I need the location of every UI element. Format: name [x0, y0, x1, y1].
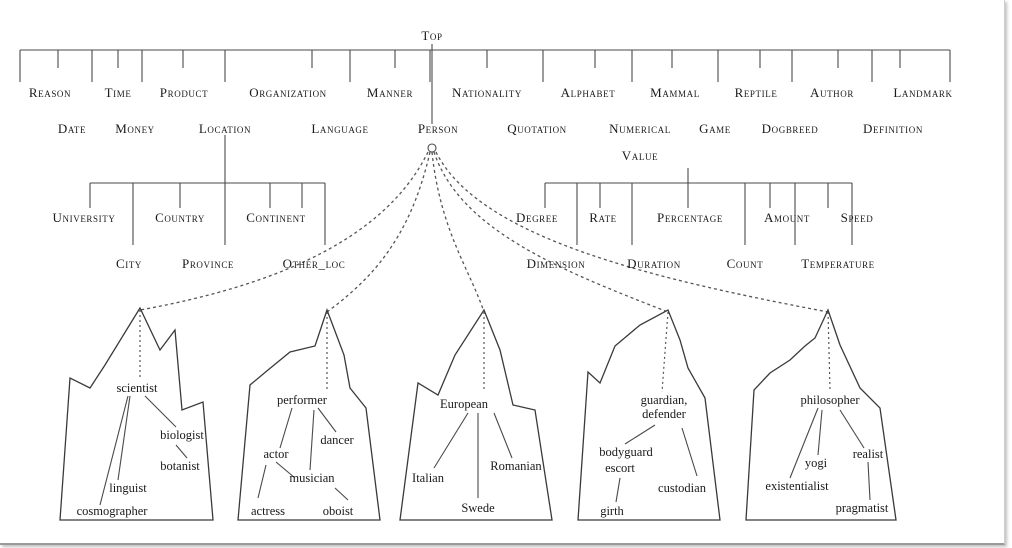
leaf-musician: musician — [289, 471, 335, 485]
node-dogbreed: Dogbreed — [762, 121, 819, 136]
mountain-guardian — [577, 309, 721, 521]
leaf-escort: escort — [605, 461, 635, 475]
leaf-european: European — [440, 397, 489, 411]
leaf-botanist: botanist — [160, 459, 200, 473]
node-alphabet: Alphabet — [561, 85, 616, 100]
leaf-yogi: yogi — [805, 456, 828, 470]
node-duration: Duration — [627, 256, 681, 271]
leaf-girth: girth — [600, 504, 624, 518]
numerical-subtree-lines — [544, 168, 853, 245]
node-province: Province — [182, 256, 234, 271]
node-nationality: Nationality — [452, 85, 522, 100]
node-landmark: Landmark — [893, 85, 952, 100]
leaf-defender: defender — [642, 407, 687, 421]
leaf-pragmatist: pragmatist — [836, 501, 889, 515]
node-speed: Speed — [841, 210, 874, 225]
node-money: Money — [115, 121, 155, 136]
node-author: Author — [810, 85, 854, 100]
node-other-loc: Other_loc — [283, 256, 346, 271]
leaf-cosmographer: cosmographer — [77, 504, 149, 518]
node-country: Country — [155, 210, 205, 225]
leaf-scientist: scientist — [117, 381, 158, 395]
node-mammal: Mammal — [650, 85, 700, 100]
location-subtree-lines — [89, 135, 326, 245]
leaf-guardian: guardian, — [641, 393, 688, 407]
top-hierarchy-lines — [19, 44, 951, 153]
node-game: Game — [699, 121, 731, 136]
leaf-bodyguard: bodyguard — [599, 445, 653, 459]
node-product: Product — [160, 85, 208, 100]
node-temperature: Temperature — [801, 256, 875, 271]
leaf-dancer: dancer — [320, 433, 354, 447]
node-count: Count — [727, 256, 764, 271]
node-definition: Definition — [863, 121, 923, 136]
node-labels: Top Reason Time Product Organization Man… — [29, 28, 952, 518]
node-time: Time — [105, 85, 132, 100]
leaf-swede: Swede — [461, 501, 495, 515]
mountain-scientist — [59, 306, 214, 521]
mountain-performer — [237, 308, 381, 521]
leaf-romanian: Romanian — [490, 459, 542, 473]
leaf-actress: actress — [251, 504, 285, 518]
node-value: Value — [622, 148, 658, 163]
node-reason: Reason — [29, 85, 71, 100]
mountain-european — [399, 308, 553, 521]
node-quotation: Quotation — [507, 121, 567, 136]
node-top: Top — [421, 28, 442, 43]
node-rate: Rate — [589, 210, 617, 225]
leaf-biologist: biologist — [160, 428, 204, 442]
leaf-realist: realist — [853, 447, 884, 461]
leaf-italian: Italian — [412, 471, 445, 485]
node-reptile: Reptile — [735, 85, 778, 100]
node-language: Language — [311, 121, 368, 136]
node-date: Date — [58, 121, 86, 136]
node-percentage: Percentage — [657, 210, 723, 225]
leaf-performer: performer — [277, 393, 328, 407]
node-city: City — [116, 256, 142, 271]
leaf-existentialist: existentialist — [765, 479, 829, 493]
node-dimension: Dimension — [527, 256, 586, 271]
node-manner: Manner — [367, 85, 413, 100]
node-location: Location — [199, 121, 251, 136]
node-degree: Degree — [516, 210, 558, 225]
node-continent: Continent — [246, 210, 306, 225]
leaf-linguist: linguist — [109, 481, 147, 495]
node-amount: Amount — [764, 210, 810, 225]
leaf-oboist: oboist — [323, 504, 354, 518]
node-numerical: Numerical — [609, 121, 671, 136]
node-organization: Organization — [249, 85, 327, 100]
leaf-philosopher: philosopher — [800, 393, 860, 407]
mountain-philosopher — [745, 308, 897, 521]
node-university: University — [53, 210, 116, 225]
person-dashed-links — [139, 151, 829, 313]
leaf-custodian: custodian — [658, 481, 707, 495]
leaf-actor: actor — [264, 447, 290, 461]
node-person: Person — [418, 121, 458, 136]
